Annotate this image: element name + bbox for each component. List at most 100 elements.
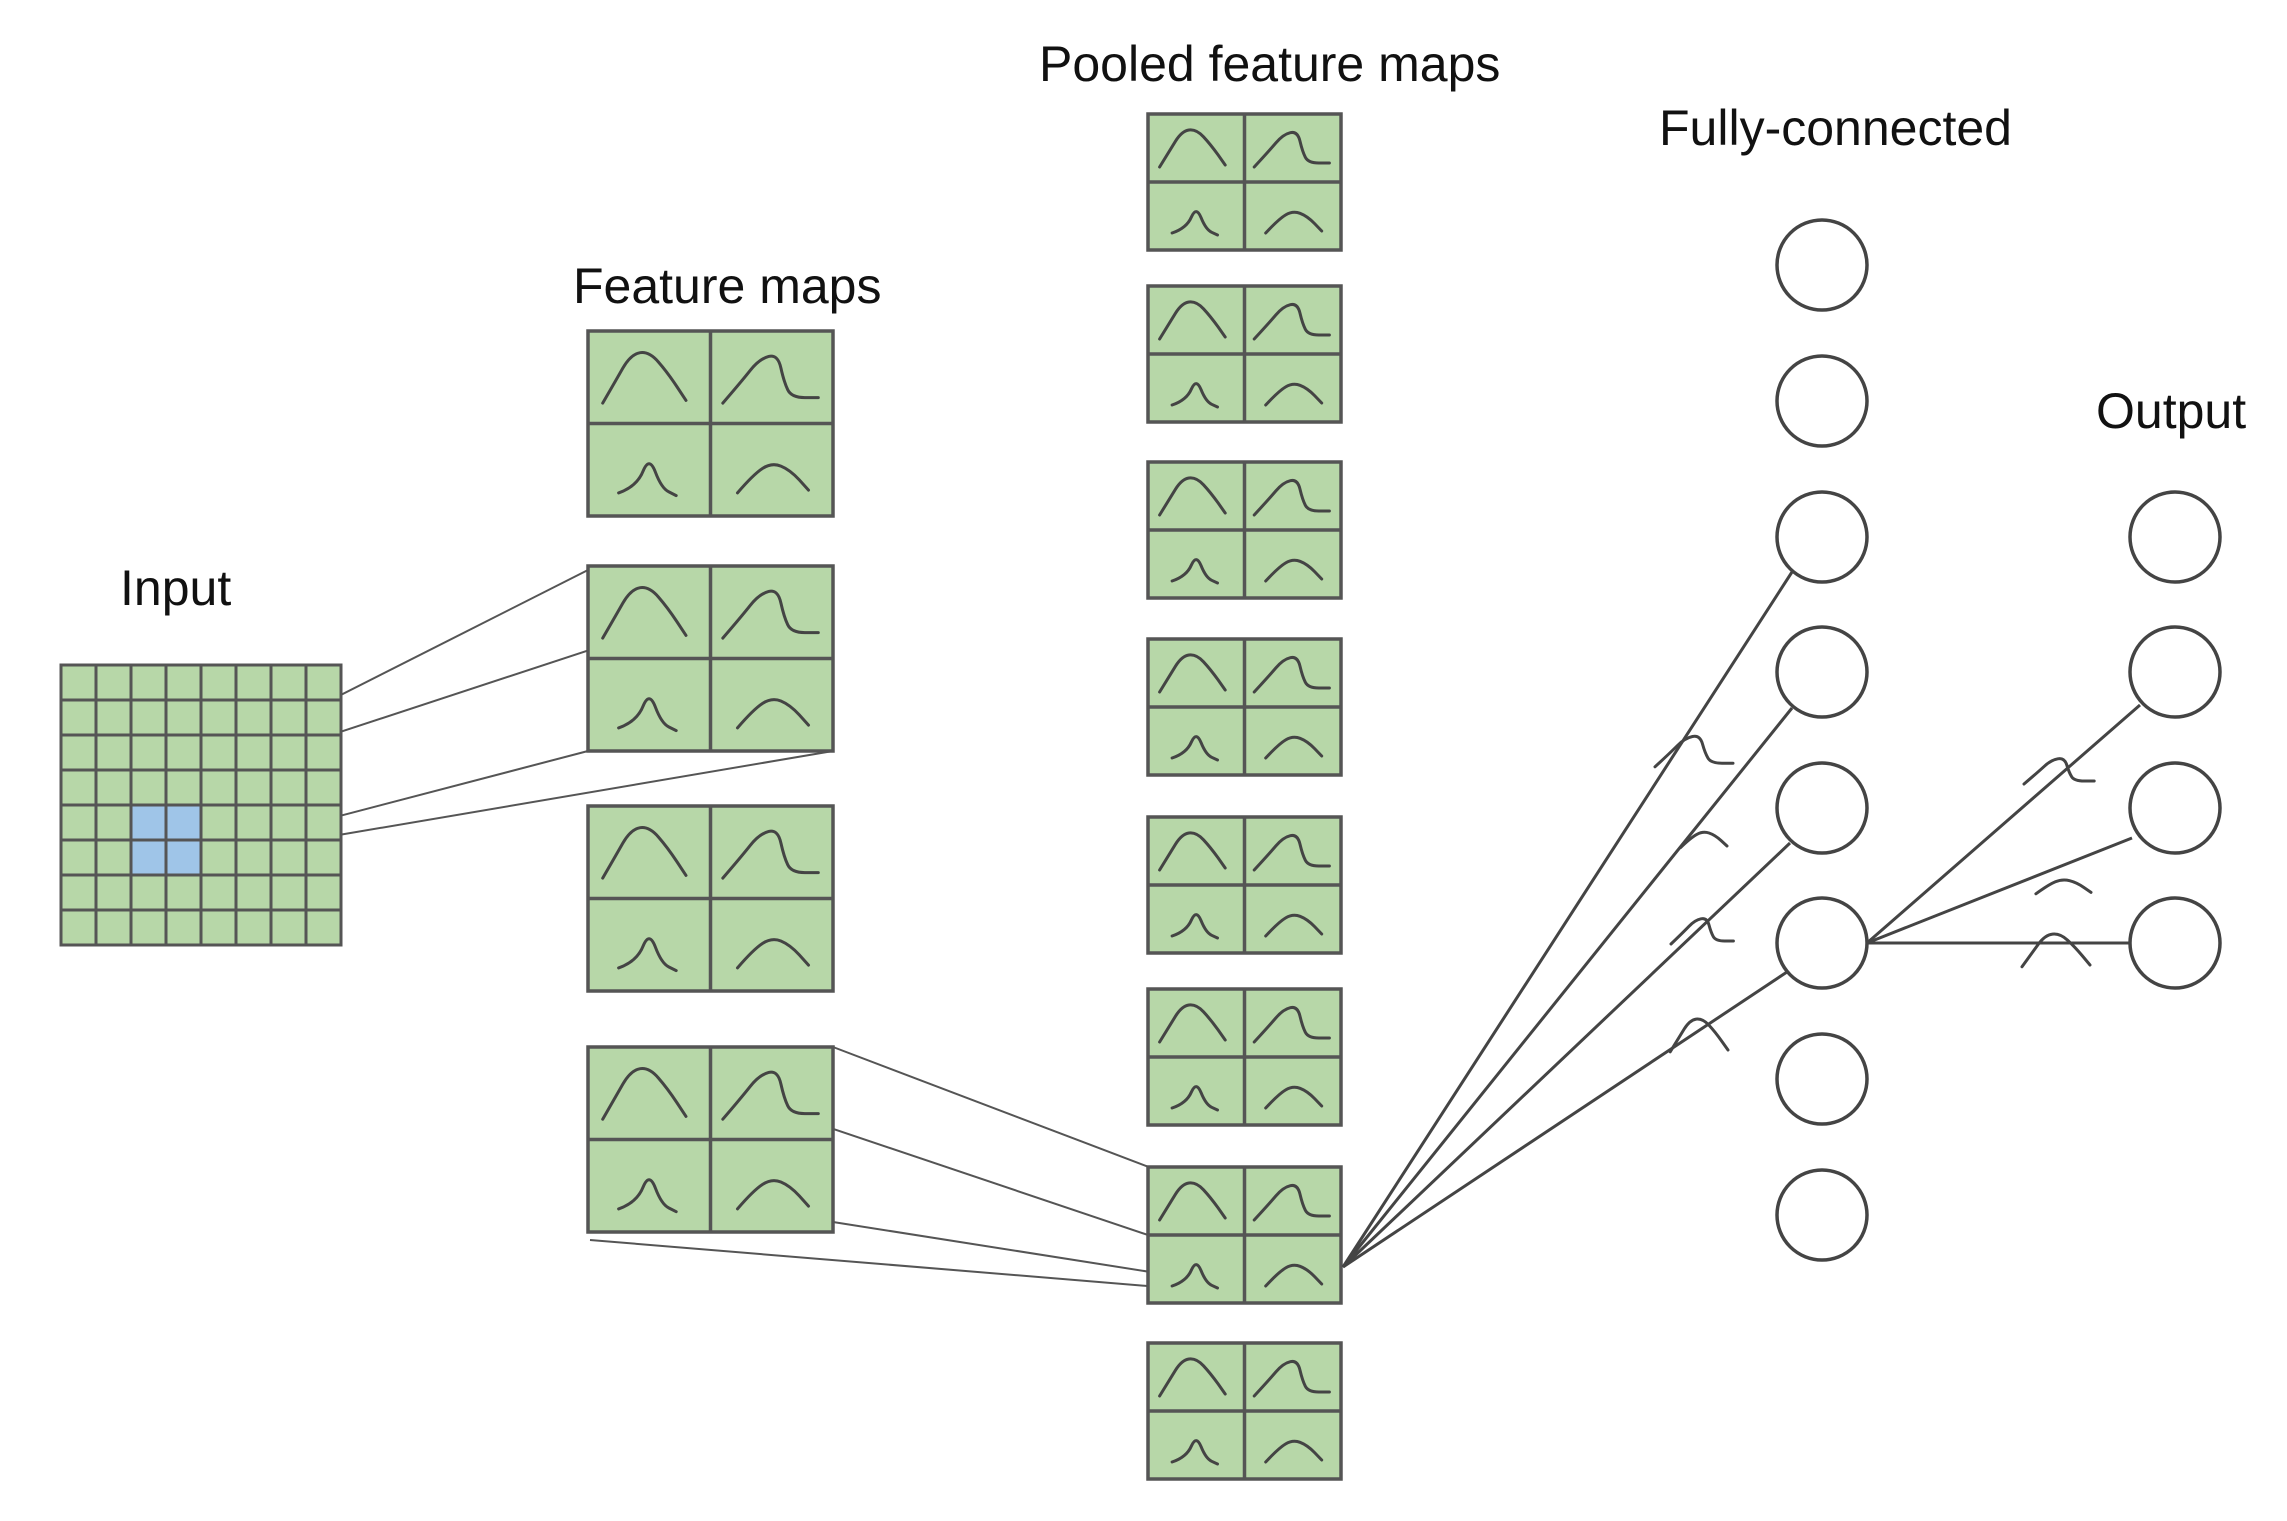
input-cell	[94, 803, 133, 842]
fc-neuron	[1775, 218, 1869, 312]
step-curve-icon	[1252, 1183, 1331, 1222]
input-cell	[129, 768, 168, 807]
output-neuron	[2128, 761, 2222, 855]
input-grid	[59, 663, 343, 947]
bell-curve-icon	[601, 351, 688, 405]
activation-curve-icon	[1668, 1017, 1730, 1054]
fully-connected-layer	[1775, 218, 1869, 1262]
bell-curve-icon	[1158, 1181, 1227, 1222]
pooled-feature-map	[1146, 1165, 1343, 1305]
input-cell	[269, 908, 308, 947]
activation-curve-icon	[2022, 757, 2096, 786]
input-cell	[129, 698, 168, 737]
small-peak-curve-icon	[617, 937, 678, 973]
input-cell	[94, 908, 133, 947]
small-peak-curve-icon	[617, 1178, 678, 1214]
input-cell	[304, 803, 343, 842]
step-curve-icon	[721, 1070, 820, 1121]
bell-curve-icon	[1158, 300, 1227, 341]
bell-curve-icon	[601, 1067, 688, 1121]
input-cell	[59, 873, 98, 912]
activation-curve-icon	[1669, 917, 1735, 946]
activation-curves	[1653, 734, 2096, 1054]
bell-curve-icon	[1158, 653, 1227, 694]
input-cell	[234, 733, 273, 772]
step-curve-icon	[1252, 833, 1331, 872]
input-cell	[94, 873, 133, 912]
input-cell	[94, 733, 133, 772]
pooled-feature-maps-label: Pooled feature maps	[1039, 36, 1500, 92]
input-cell	[304, 733, 343, 772]
output-layer	[2128, 490, 2222, 990]
output-connection-line	[1866, 836, 2133, 945]
bell-curve-icon	[1158, 1003, 1227, 1044]
arc-curve-icon	[736, 938, 810, 970]
output-connection-line	[1866, 703, 2141, 945]
pooled-feature-map	[1146, 987, 1343, 1127]
pooled-feature-map	[1146, 284, 1343, 424]
small-peak-curve-icon	[1170, 1085, 1219, 1112]
input-cell	[59, 803, 98, 842]
input-cell	[129, 873, 168, 912]
fc-connection-line	[1341, 571, 1794, 1268]
activation-curve-icon	[1679, 830, 1729, 849]
input-cell	[269, 663, 308, 702]
bell-curve-icon	[1158, 128, 1227, 169]
input-highlight-cell	[164, 803, 203, 842]
input-cell	[59, 698, 98, 737]
fc-neuron	[1775, 896, 1869, 990]
input-cell	[269, 768, 308, 807]
activation-curve-icon	[1653, 734, 1735, 769]
input-cell	[164, 908, 203, 947]
input-cell	[199, 663, 238, 702]
activation-curve-icon	[2020, 932, 2092, 969]
fc-neuron	[1775, 1032, 1869, 1126]
arc-curve-icon	[1264, 1085, 1324, 1110]
input-cell	[269, 733, 308, 772]
input-cell	[304, 908, 343, 947]
arc-curve-icon	[1264, 210, 1324, 235]
input-cell	[164, 733, 203, 772]
input-cell	[59, 768, 98, 807]
arc-curve-icon	[1264, 382, 1324, 407]
input-cell	[199, 838, 238, 877]
arc-curve-icon	[1264, 913, 1324, 938]
input-cell	[304, 768, 343, 807]
small-peak-curve-icon	[1170, 735, 1219, 762]
fc-neuron	[1775, 761, 1869, 855]
small-peak-curve-icon	[617, 697, 678, 733]
input-cell	[59, 733, 98, 772]
step-curve-icon	[1252, 1359, 1331, 1398]
input-cell	[59, 838, 98, 877]
input-cell	[199, 698, 238, 737]
small-peak-curve-icon	[1170, 913, 1219, 940]
bell-curve-icon	[601, 826, 688, 880]
input-cell	[234, 803, 273, 842]
output-neuron	[2128, 625, 2222, 719]
input-cell	[199, 768, 238, 807]
feature-maps-column	[586, 329, 835, 1234]
arc-curve-icon	[736, 698, 810, 730]
bell-curve-icon	[1158, 1357, 1227, 1398]
small-peak-curve-icon	[1170, 1263, 1219, 1290]
arc-curve-icon	[1264, 1263, 1324, 1288]
output-neuron	[2128, 896, 2222, 990]
input-cell	[234, 698, 273, 737]
pooled-feature-map	[1146, 1341, 1343, 1481]
fc-neuron	[1775, 1168, 1869, 1262]
input-cell	[234, 873, 273, 912]
bell-curve-icon	[1158, 476, 1227, 517]
small-peak-curve-icon	[617, 462, 678, 498]
pooled-feature-map	[1146, 460, 1343, 600]
step-curve-icon	[1252, 478, 1331, 517]
step-curve-icon	[1252, 655, 1331, 694]
input-highlight-cell	[164, 838, 203, 877]
input-cell	[94, 838, 133, 877]
input-cell	[94, 698, 133, 737]
input-cell	[59, 908, 98, 947]
feature-map	[586, 804, 835, 993]
arc-curve-icon	[1264, 735, 1324, 760]
input-cell	[269, 803, 308, 842]
input-cell	[164, 768, 203, 807]
input-cell	[304, 698, 343, 737]
